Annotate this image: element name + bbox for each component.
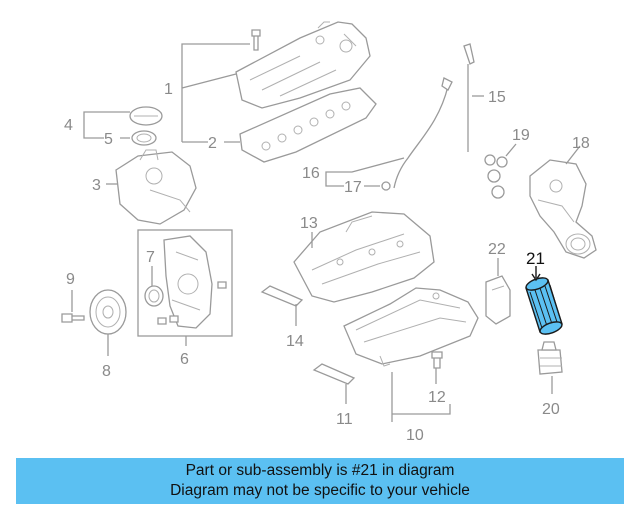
- callout-5: 5: [104, 131, 113, 148]
- callout-19: 19: [512, 127, 530, 144]
- valve-cover-part: [235, 21, 371, 109]
- callout-1: 1: [164, 81, 173, 98]
- info-banner: Part or sub-assembly is #21 in diagram D…: [16, 458, 624, 504]
- banner-line-1: Part or sub-assembly is #21 in diagram: [185, 462, 455, 479]
- callout-12: 12: [428, 389, 446, 406]
- oil-pan-lower-part: [343, 287, 479, 367]
- bolt-part: [251, 29, 261, 51]
- filter-housing-part: [529, 159, 597, 259]
- callout-15: 15: [488, 89, 506, 106]
- lower-timing-cover-part: [163, 235, 213, 329]
- callout-14: 14: [286, 333, 304, 350]
- pulley-bolt-part: [61, 313, 85, 323]
- banner-line-2: Diagram may not be specific to your vehi…: [170, 482, 470, 499]
- callout-18: 18: [572, 135, 590, 152]
- upper-timing-cover-part: [115, 149, 197, 225]
- dipstick-tube-part: [463, 43, 475, 152]
- oil-pan-upper-part: [293, 211, 435, 303]
- callout-6: 6: [180, 351, 189, 368]
- callout-16: 16: [302, 165, 320, 182]
- bracket-part: [485, 275, 511, 325]
- callout-3: 3: [92, 177, 101, 194]
- housing-seals-part: [484, 154, 508, 199]
- arrow-down-icon: [531, 273, 541, 282]
- oil-filter-element-part: [525, 277, 563, 335]
- cap-seal-part: [131, 130, 157, 146]
- callout-17: 17: [344, 179, 362, 196]
- sealant-strip-part: [312, 363, 356, 385]
- crankshaft-pulley-part: [89, 289, 127, 335]
- filter-cap-part: [537, 341, 563, 375]
- callout-13: 13: [300, 215, 318, 232]
- timing-cover-group-box: [137, 229, 233, 337]
- dipstick-part: [393, 77, 453, 189]
- timing-cover-bolts: [157, 281, 227, 325]
- dipstick-oring-part: [381, 181, 391, 191]
- callout-9: 9: [66, 271, 75, 288]
- callout-22: 22: [488, 241, 506, 258]
- oil-filler-cap-part: [129, 106, 163, 126]
- callout-2: 2: [208, 135, 217, 152]
- callout-21: 21: [526, 249, 545, 268]
- callout-4: 4: [64, 117, 73, 134]
- callout-10: 10: [406, 427, 424, 444]
- parts-diagram: 1 2 4 5 3 7 6: [61, 21, 597, 444]
- crankshaft-seal-part: [144, 285, 164, 307]
- callout-11: 11: [336, 411, 353, 428]
- valve-cover-gasket-part: [239, 87, 377, 163]
- callout-20: 20: [542, 401, 560, 418]
- callout-7: 7: [146, 249, 155, 266]
- drain-plug-part: [431, 351, 443, 369]
- gasket-strip-part: [260, 285, 304, 307]
- callout-8: 8: [102, 363, 111, 380]
